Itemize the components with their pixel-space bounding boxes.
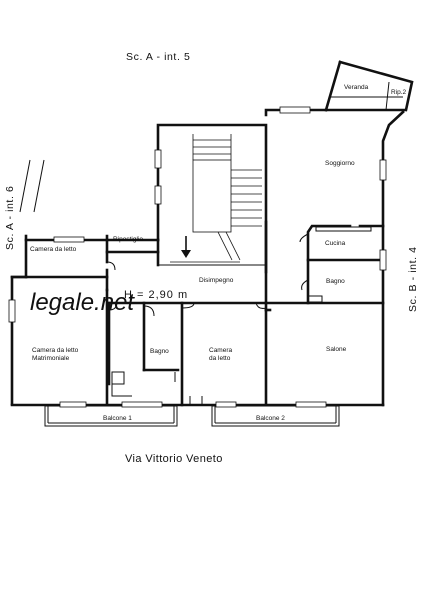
- doors: [106, 233, 309, 397]
- heading-left: Sc. A - int. 6: [4, 186, 16, 250]
- room-label-ripostiglio: Ripostiglio: [113, 236, 143, 243]
- room-label-camera-letto-1: Camera da letto: [30, 246, 77, 253]
- balconies: [44, 396, 340, 427]
- room-label-veranda: Veranda: [344, 84, 369, 91]
- heading-top: Sc. A - int. 5: [126, 51, 190, 63]
- room-label-bagno-center: Bagno: [150, 348, 169, 355]
- room-label-bagno-right: Bagno: [326, 278, 345, 285]
- street-name: Via Vittorio Veneto: [125, 453, 223, 465]
- entry-arrow-icon: [181, 236, 191, 258]
- room-label-cucina: Cucina: [325, 240, 346, 247]
- room-label-camera-matrimoniale-line1: Camera da letto: [32, 347, 79, 354]
- interior-walls: [10, 81, 406, 407]
- room-label-camera-letto-2-line1: Camera: [209, 347, 233, 354]
- heading-right: Sc. B - int. 4: [407, 246, 419, 312]
- fixtures: [111, 226, 372, 385]
- room-label-soggiorno: Soggiorno: [325, 160, 355, 167]
- room-label-salone: Salone: [326, 346, 347, 353]
- windows: [8, 106, 387, 408]
- room-label-camera-letto-2-line2: da letto: [209, 355, 231, 362]
- room-label-disimpegno: Disimpegno: [199, 277, 234, 284]
- balcony-label-2: Balcone 2: [256, 415, 285, 422]
- staircase: [158, 134, 266, 266]
- balcony-label-1: Balcone 1: [103, 415, 132, 422]
- room-label-rip2: Rip.2: [391, 89, 407, 96]
- room-label-camera-matrimoniale-line2: Matrimoniale: [32, 355, 70, 362]
- height-note: H = 2,90 m: [124, 289, 188, 301]
